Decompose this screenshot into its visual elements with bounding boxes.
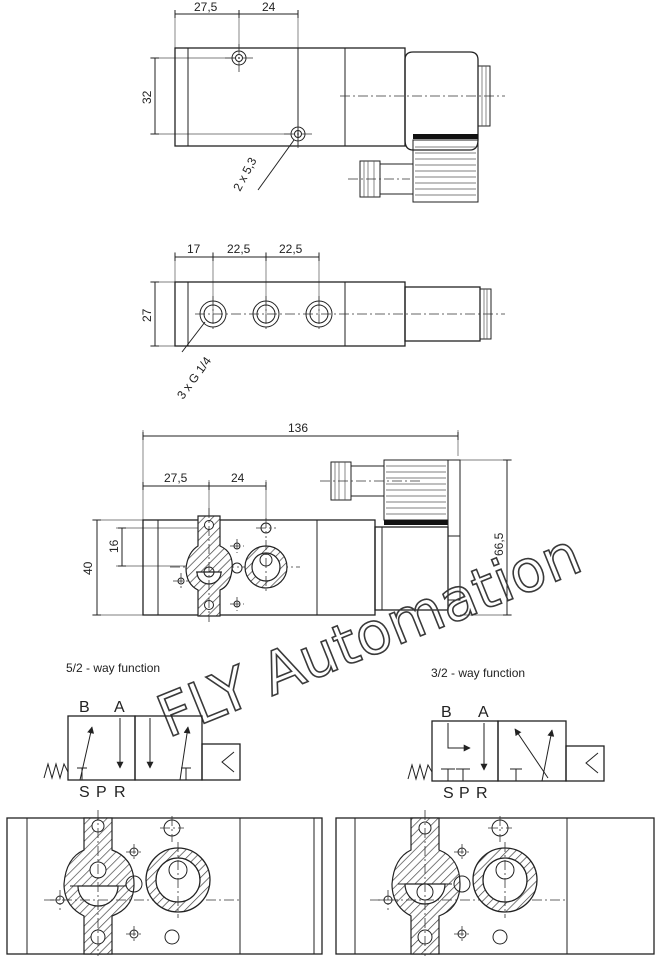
top-dim-b: 24 <box>262 0 276 14</box>
symbol-5-2-port-s: S <box>79 784 90 801</box>
section-view-3-2 <box>335 810 655 956</box>
top-body <box>174 47 406 147</box>
side-view: 17 22,5 22,5 27 3 x G 1/4 <box>140 242 505 402</box>
top-holes-note: 2 x 5,3 <box>230 155 259 194</box>
symbol-5-2-port-p: P <box>96 784 107 801</box>
front-dim-a: 27,5 <box>164 471 188 485</box>
symbol-3-2-port-p: P <box>459 785 470 802</box>
symbol-5-2-way: 5/2 - way function B A S P R <box>43 661 241 801</box>
front-dim-total: 136 <box>288 421 308 435</box>
symbol-5-2-port-b: B <box>79 699 90 716</box>
side-dim-b: 22,5 <box>227 242 251 256</box>
symbol-5-2-port-a: A <box>114 699 125 716</box>
symbol-3-2-port-r: R <box>476 785 488 802</box>
front-dim-height: 40 <box>81 561 95 575</box>
side-ports-note: 3 x G 1/4 <box>174 354 214 402</box>
symbol-5-2-title: 5/2 - way function <box>66 661 160 675</box>
side-port-3 <box>305 296 333 332</box>
top-dim-a: 27,5 <box>194 0 218 14</box>
side-port-2 <box>252 296 280 332</box>
symbol-3-2-port-b: B <box>441 704 452 721</box>
front-view: 136 27,5 24 40 16 66,5 <box>81 421 512 622</box>
symbol-3-2-title: 3/2 - way function <box>431 666 525 680</box>
top-view: 27,5 24 32 2 x 5,3 <box>140 0 505 203</box>
side-port-1 <box>199 296 227 332</box>
symbol-3-2-port-a: A <box>478 704 489 721</box>
front-dim-inner: 16 <box>107 539 121 553</box>
front-main-port <box>244 540 288 594</box>
side-dim-c: 22,5 <box>279 242 303 256</box>
symbol-3-2-port-s: S <box>443 785 454 802</box>
top-dim-height: 32 <box>140 90 154 104</box>
front-dim-b: 24 <box>231 471 245 485</box>
symbol-3-2-way: 3/2 - way function B A S P R <box>407 666 605 802</box>
symbol-5-2-port-r: R <box>114 784 126 801</box>
front-dim-coil: 66,5 <box>492 532 506 556</box>
side-dim-a: 17 <box>187 242 201 256</box>
side-dim-height: 27 <box>140 308 154 322</box>
section-view-5-2 <box>6 810 323 956</box>
